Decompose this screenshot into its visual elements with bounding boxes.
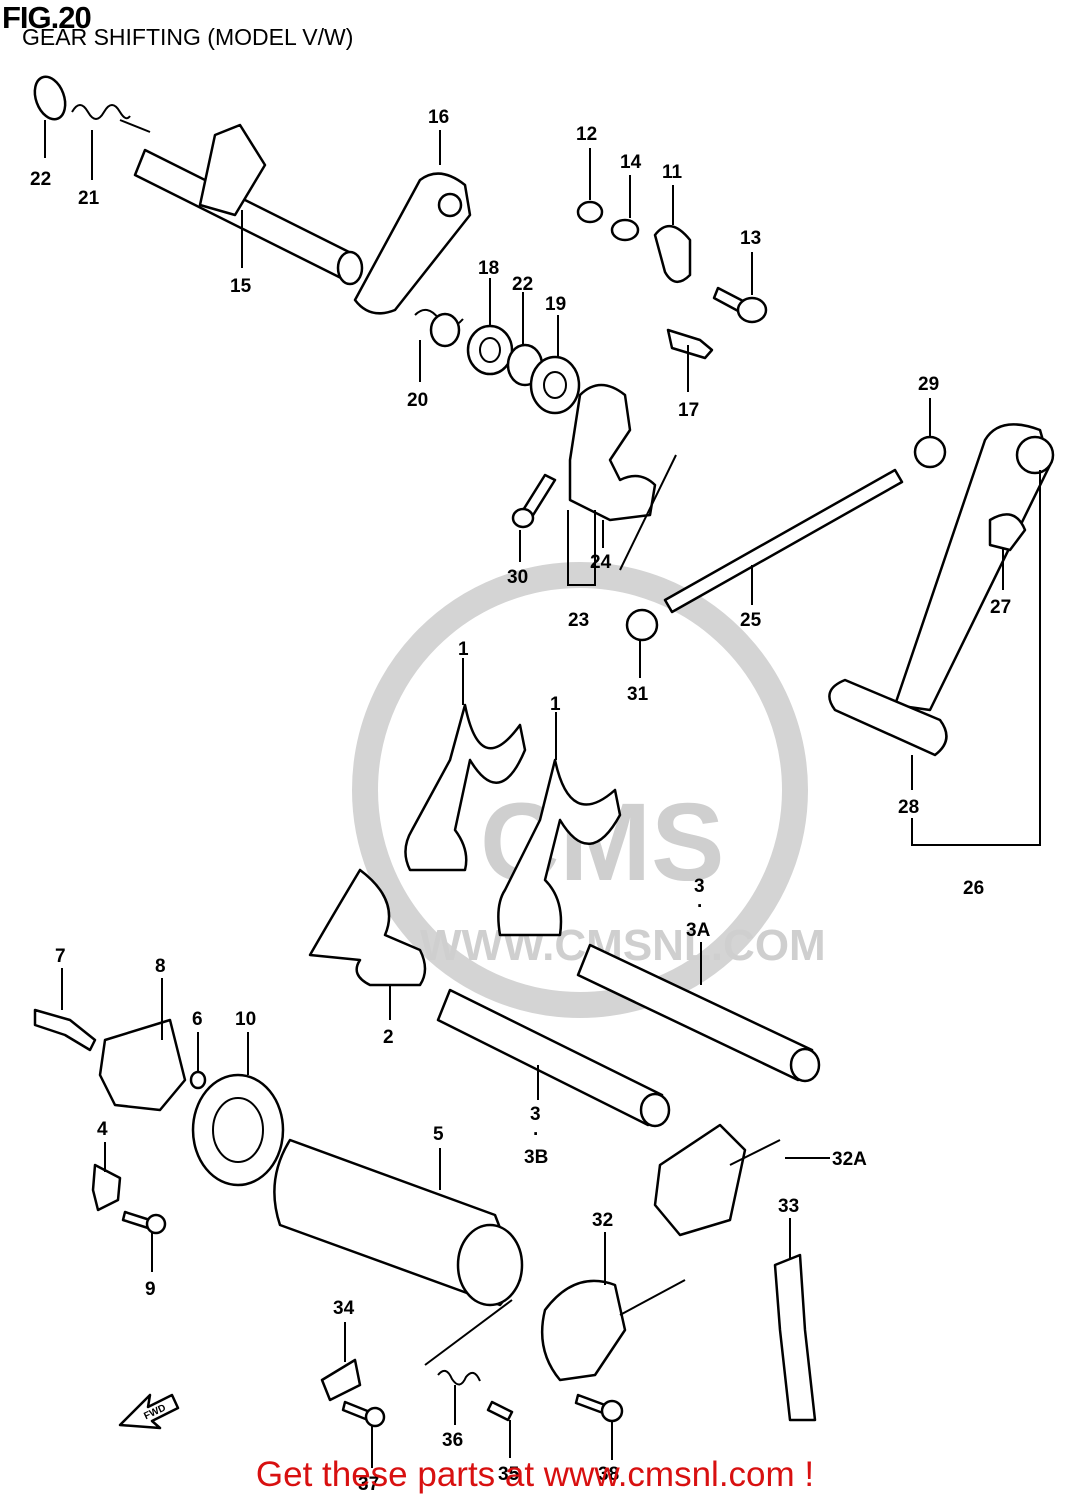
callout-9: 9	[145, 1279, 156, 1300]
part-screw-38	[574, 1393, 624, 1423]
callout-1b: 1	[550, 694, 561, 715]
part-shift-shaft-15	[133, 123, 364, 286]
callout-10: 10	[235, 1009, 256, 1030]
callout-5: 5	[433, 1124, 444, 1145]
callout-1a: 1	[458, 639, 469, 660]
footer-link-text[interactable]: Get these parts at www.cmsnl.com !	[255, 1455, 815, 1494]
part-holder-34	[320, 1358, 362, 1402]
callout-32: 32	[592, 1210, 613, 1231]
callout-20: 20	[407, 390, 428, 411]
callout-32A: 32A	[832, 1149, 867, 1170]
part-switch-32	[540, 1279, 686, 1382]
callout-15: 15	[230, 276, 252, 297]
figure-title: FIG.20	[2, 0, 92, 35]
callout-3a-dot: ·	[697, 896, 703, 917]
part-bearing-10	[191, 1073, 285, 1187]
part-tie-rod-25	[663, 468, 904, 614]
part-switch-17	[666, 328, 714, 360]
callout-6: 6	[192, 1009, 203, 1030]
callout-12: 12	[576, 124, 597, 145]
callout-24: 24	[590, 552, 612, 573]
part-screw-37	[341, 1400, 386, 1428]
callout-3A: 3A	[686, 920, 711, 941]
callout-18: 18	[478, 258, 499, 279]
callout-14: 14	[620, 152, 642, 173]
part-washer-14	[610, 218, 640, 242]
figure-subtitle: GEAR SHIFTING (MODEL V/W)	[22, 24, 354, 50]
callout-38: 38	[598, 1464, 619, 1485]
callout-36: 36	[442, 1430, 463, 1451]
callout-35: 35	[498, 1464, 520, 1485]
part-footrest-28	[828, 678, 948, 757]
callout-8: 8	[155, 956, 166, 977]
part-pin-35	[486, 1400, 514, 1422]
part-bolt-13	[712, 286, 768, 324]
part-shift-lever-24	[568, 383, 657, 522]
part-shift-fork-1b	[497, 758, 622, 937]
callout-17: 17	[678, 400, 699, 421]
callout-3b: 3	[530, 1104, 541, 1125]
part-nut-29	[913, 435, 947, 469]
part-clamp-33	[773, 1253, 817, 1422]
callout-7: 7	[55, 946, 66, 967]
part-spring-20	[414, 308, 464, 348]
part-bolt-30	[511, 473, 557, 529]
callout-28: 28	[898, 797, 919, 818]
callout-19: 19	[545, 294, 566, 315]
part-stopper-11	[653, 225, 692, 283]
part-nut-31	[625, 608, 659, 642]
callout-26: 26	[963, 878, 984, 899]
part-gearshift-pedal-26	[893, 423, 1055, 712]
callout-4: 4	[97, 1119, 108, 1140]
callout-13: 13	[740, 228, 761, 249]
callout-3b-dot: ·	[533, 1124, 539, 1145]
callout-33: 33	[778, 1196, 799, 1217]
callout-34: 34	[333, 1298, 355, 1319]
callout-2: 2	[383, 1027, 394, 1048]
callout-3a: 3	[694, 876, 705, 897]
fwd-arrow-icon: FWD	[118, 1393, 180, 1430]
part-stopper-plate-8	[98, 1018, 187, 1112]
part-shift-arm-16	[353, 172, 472, 315]
callout-22: 22	[30, 169, 51, 190]
part-washer-18	[466, 324, 514, 376]
part-screw-9	[121, 1210, 167, 1235]
part-spring-36	[437, 1369, 481, 1386]
callout-23: 23	[568, 610, 589, 631]
callout-25: 25	[740, 610, 762, 631]
callout-29: 29	[918, 374, 939, 395]
part-spring-12	[576, 200, 604, 224]
callout-21: 21	[78, 188, 100, 209]
leader-lines	[44, 120, 1041, 1468]
part-shift-fork-1a	[404, 703, 527, 872]
callout-11: 11	[662, 162, 683, 183]
part-stopper-4	[91, 1163, 122, 1212]
part-pin-6	[189, 1070, 207, 1090]
callout-labels: 22 21 15 16 12 14 11 13 18 22 19 20 17 2…	[30, 107, 1011, 1495]
callout-31: 31	[627, 684, 649, 705]
part-fork-shaft-3A	[576, 943, 821, 1083]
part-sensor-32A	[653, 1123, 781, 1237]
part-shift-fork-2	[308, 868, 427, 987]
part-bushing-19	[529, 355, 581, 415]
callout-30: 30	[507, 567, 528, 588]
callout-37: 37	[358, 1474, 379, 1495]
part-spring-21	[71, 104, 151, 133]
part-circlip-22	[33, 75, 67, 121]
part-gearshift-cam-5	[273, 1138, 524, 1307]
callout-22b: 22	[512, 274, 533, 295]
callout-16: 16	[428, 107, 449, 128]
part-pin-7	[33, 1008, 97, 1052]
callout-27: 27	[990, 597, 1011, 618]
callout-3B: 3B	[524, 1147, 548, 1168]
part-fork-shaft-3B	[436, 988, 671, 1128]
